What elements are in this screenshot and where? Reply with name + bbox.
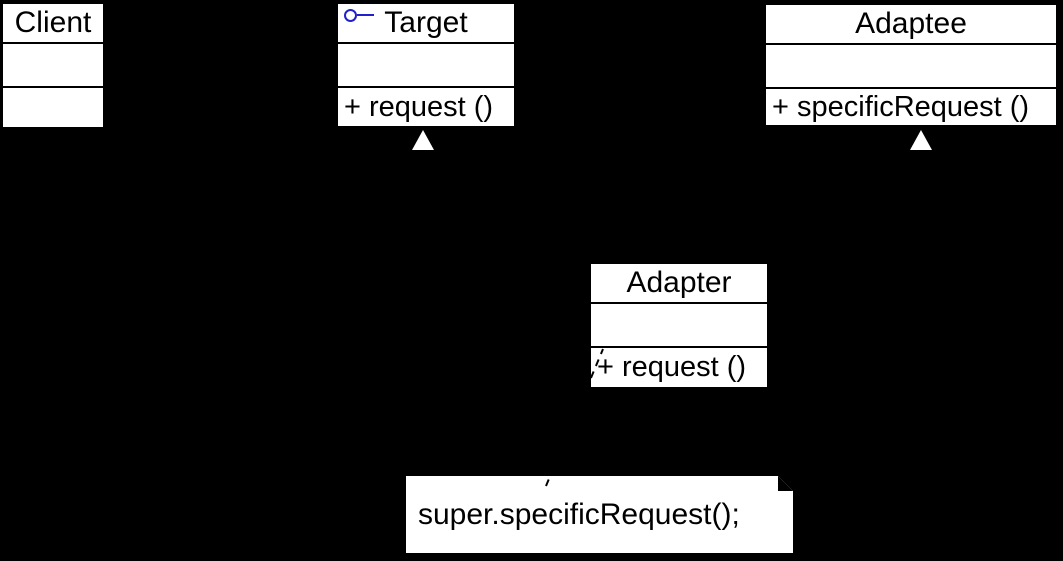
class-operations-target: + request () <box>344 90 494 123</box>
class-operations-client <box>3 88 103 127</box>
class-operations-adapter: + request () <box>597 351 747 383</box>
class-box-target: Target + request () <box>336 2 516 128</box>
class-attributes-target <box>338 44 514 88</box>
note-folded-corner-icon <box>778 476 793 491</box>
class-title-target: Target <box>338 4 514 44</box>
interface-icon-stick <box>357 14 374 16</box>
generalization-arrowhead-adaptee-icon <box>910 130 932 150</box>
uml-note: super.specificRequest(); <box>406 476 793 553</box>
class-box-adapter: Adapter + request () <box>589 262 769 389</box>
class-operations-adaptee: + specificRequest () <box>772 90 1030 123</box>
class-title-client: Client <box>3 4 103 44</box>
note-text: super.specificRequest(); <box>418 497 740 531</box>
class-title-adaptee: Adaptee <box>766 5 1056 45</box>
class-attributes-client <box>3 44 103 88</box>
generalization-arrowhead-target-icon <box>412 130 434 150</box>
class-title-adapter: Adapter <box>591 264 767 304</box>
class-box-adaptee: Adaptee + specificRequest () <box>764 3 1058 127</box>
class-attributes-adapter <box>591 304 767 348</box>
class-box-client: Client <box>1 2 105 129</box>
class-attributes-adaptee <box>766 45 1056 89</box>
interface-lollipop-icon <box>344 9 376 23</box>
interface-icon-circle <box>344 9 357 22</box>
